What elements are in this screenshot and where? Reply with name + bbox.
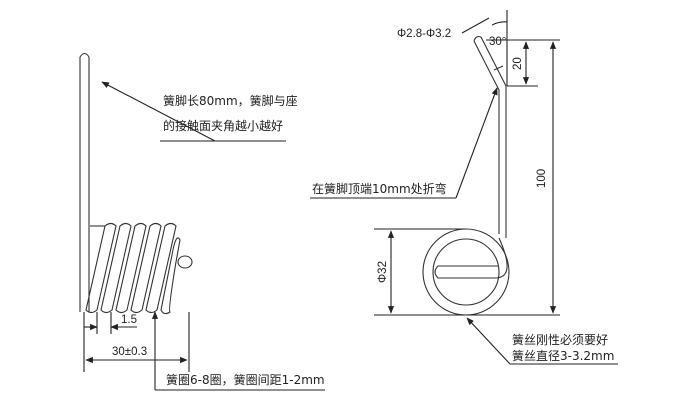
note-wire-line2: 簧丝直径3-3.2mm (512, 348, 614, 363)
right-view (310, 10, 618, 365)
dim-tip-label: 20 (512, 57, 524, 70)
leader-leg-note (101, 81, 216, 142)
leader-wire-note (466, 317, 618, 365)
dim-tip-lines (486, 39, 560, 87)
dim-angle-lines (491, 10, 508, 86)
dim-height-label: 100 (536, 169, 548, 188)
dim-angle-label: 30° (489, 36, 506, 48)
dim-diameter-label: Φ32 (377, 261, 389, 283)
leader-wire-dim (461, 17, 490, 34)
dim-width-lines (83, 312, 190, 372)
note-bend: 在簧脚顶端10mm处折弯 (312, 181, 447, 196)
left-view (79, 52, 325, 391)
leader-bend-note (310, 87, 498, 199)
note-wire-line1: 簧丝刚性必须要好 (512, 332, 608, 347)
coil-end-view (422, 228, 510, 316)
dim-pitch-lines (84, 312, 137, 334)
spring-bent-leg (473, 35, 507, 238)
note-leg-line1: 簧脚长80mm，簧脚与座 (163, 93, 298, 108)
dim-height-lines (466, 41, 560, 316)
note-coils: 簧圈6-8圈，簧圈间距1-2mm (166, 372, 325, 387)
note-leg-line2: 的接触面夹角越小越好 (163, 118, 283, 133)
leader-coil-note (151, 311, 325, 391)
dim-wire-label: Φ2.8-Φ3.2 (397, 28, 451, 40)
spring-leg (79, 52, 90, 312)
dim-diameter-lines (374, 228, 466, 316)
coil-side-view (85, 222, 193, 315)
dim-width-label: 30±0.3 (112, 346, 147, 358)
dim-pitch-label: 1.5 (121, 314, 137, 326)
